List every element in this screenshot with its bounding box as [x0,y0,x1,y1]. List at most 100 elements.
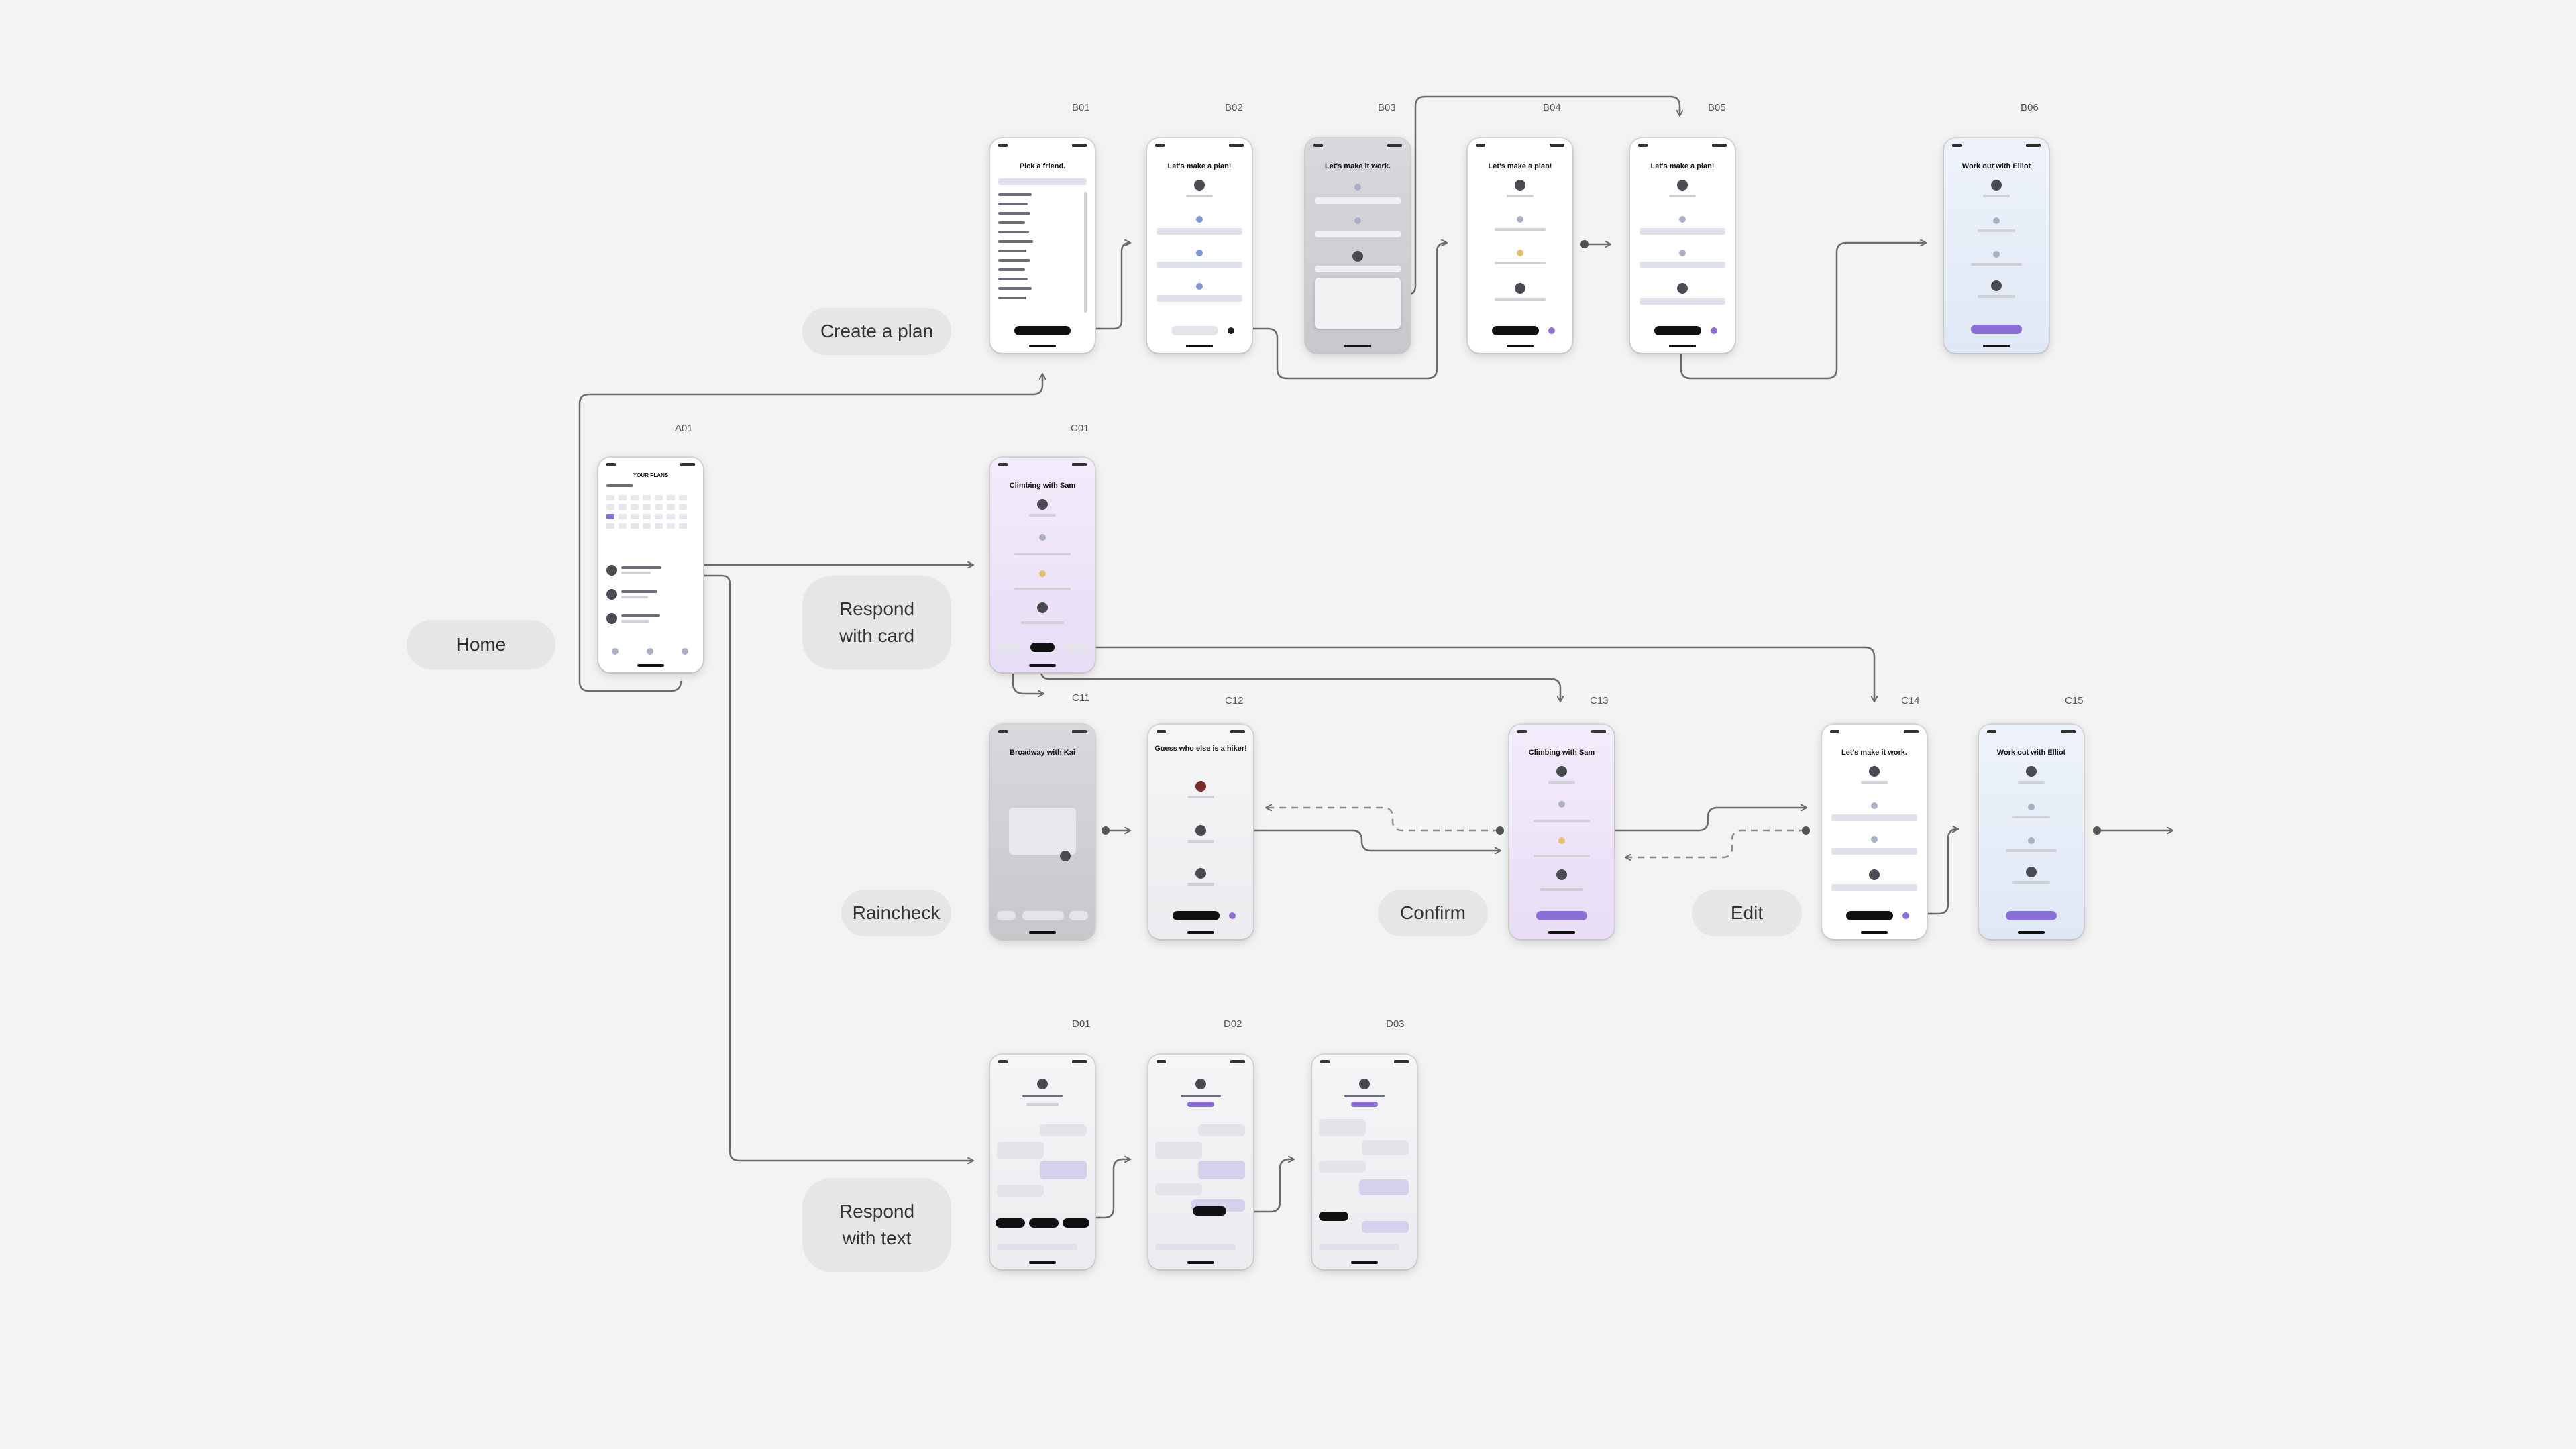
calendar-day[interactable] [631,495,639,500]
pending-button[interactable] [2006,911,2057,920]
friend-row[interactable] [998,259,1030,262]
friend-row[interactable] [998,287,1032,290]
calendar-day[interactable] [631,514,639,519]
screen-c15[interactable]: Work out with Elliot [1979,724,2084,939]
ai-icon[interactable] [1902,912,1909,919]
ai-icon[interactable] [1229,912,1236,919]
calendar-day[interactable] [679,504,687,510]
raincheck-button[interactable] [1022,911,1064,920]
suggestion-chip[interactable] [1029,1218,1059,1228]
friend-row[interactable] [998,278,1028,280]
screen-b03[interactable]: Let's make it work. [1305,138,1410,353]
suggestion-chip[interactable] [1193,1206,1226,1216]
create-plan-button[interactable] [1173,911,1220,920]
friend-row[interactable] [998,297,1026,299]
ai-icon[interactable] [1548,327,1555,334]
time-field[interactable] [1640,262,1725,268]
place-dropdown[interactable] [1315,278,1401,329]
screen-a01[interactable]: YOUR PLANS [598,458,703,672]
place-field[interactable] [1831,884,1917,891]
friend-row[interactable] [998,221,1025,224]
calendar-day[interactable] [655,495,663,500]
screen-b06[interactable]: Work out with Elliot [1944,138,2049,353]
continue-button[interactable] [1014,326,1071,335]
calendar-day[interactable] [667,495,675,500]
create-plan-button[interactable] [1654,326,1701,335]
calendar-day[interactable] [667,514,675,519]
tab-icon[interactable] [682,648,688,655]
activity-field[interactable] [1315,197,1401,204]
create-plan-button[interactable] [1492,326,1539,335]
screen-c13[interactable]: Climbing with Sam [1509,724,1614,939]
edit-button[interactable] [1064,643,1088,652]
friend-row[interactable] [998,231,1029,233]
pending-button[interactable] [1971,325,2022,334]
screen-b04[interactable]: Let's make a plan! [1468,138,1572,353]
message-input[interactable] [1155,1244,1236,1250]
calendar-day[interactable] [631,523,639,529]
friend-row[interactable] [998,212,1030,215]
time-field[interactable] [1315,231,1401,237]
screen-c01[interactable]: Climbing with Sam [990,458,1095,672]
message-input[interactable] [1319,1244,1399,1250]
activity-field[interactable] [1157,228,1242,235]
time-field[interactable] [1157,262,1242,268]
tab-icon[interactable] [647,648,653,655]
screen-d02[interactable] [1148,1055,1253,1269]
undo-button[interactable] [1069,911,1088,920]
screen-c12[interactable]: Guess who else is a hiker! [1148,724,1253,939]
calendar-day[interactable] [606,504,614,510]
calendar-day[interactable] [606,523,614,529]
calendar-day[interactable] [619,495,627,500]
screen-c11[interactable]: Broadway with Kai [990,724,1095,939]
time-field[interactable] [1831,848,1917,855]
activity-field[interactable] [1640,228,1725,235]
calendar-day[interactable] [606,495,614,500]
friend-row[interactable] [998,203,1028,205]
calendar-day[interactable] [643,504,651,510]
calendar-day[interactable] [667,504,675,510]
tab-icon[interactable] [612,648,619,655]
calendar-day[interactable] [655,514,663,519]
calendar-day[interactable] [619,514,627,519]
calendar-day[interactable] [679,495,687,500]
calendar-day[interactable] [679,514,687,519]
calendar-day[interactable] [643,514,651,519]
calendar-day-selected[interactable] [606,514,614,519]
suggestion-chip[interactable] [1063,1218,1089,1228]
search-field[interactable] [998,178,1087,185]
calendar-day[interactable] [643,523,651,529]
calendar-day[interactable] [655,504,663,510]
yes-button[interactable] [1030,643,1055,652]
message-input[interactable] [997,1244,1077,1250]
suggestion-chip[interactable] [1319,1212,1348,1221]
place-field[interactable] [1315,266,1401,272]
friend-row[interactable] [998,240,1033,243]
confirmed-button[interactable] [1536,911,1587,920]
screen-d03[interactable] [1312,1055,1417,1269]
activity-field[interactable] [1831,814,1917,821]
create-plan-button[interactable] [1171,326,1218,335]
ai-icon[interactable] [1711,327,1717,334]
no-button[interactable] [997,911,1016,920]
update-plan-button[interactable] [1846,911,1893,920]
screen-b02[interactable]: Let's make a plan! [1147,138,1252,353]
calendar-day[interactable] [619,504,627,510]
place-field[interactable] [1640,298,1725,305]
ai-icon[interactable] [1228,327,1234,334]
calendar-day[interactable] [655,523,663,529]
screen-d01[interactable] [990,1055,1095,1269]
calendar-day[interactable] [679,523,687,529]
friend-row[interactable] [998,250,1026,252]
calendar-day[interactable] [667,523,675,529]
friend-row[interactable] [998,193,1032,196]
screen-b01[interactable]: Pick a friend. [990,138,1095,353]
screen-c14[interactable]: Let's make it work. [1822,724,1927,939]
friend-row[interactable] [998,268,1025,271]
place-field[interactable] [1157,295,1242,302]
calendar-day[interactable] [619,523,627,529]
suggestion-chip[interactable] [996,1218,1025,1228]
alphabet-index[interactable] [1084,192,1087,313]
calendar-day[interactable] [643,495,651,500]
screen-b05[interactable]: Let's make a plan! [1630,138,1735,353]
